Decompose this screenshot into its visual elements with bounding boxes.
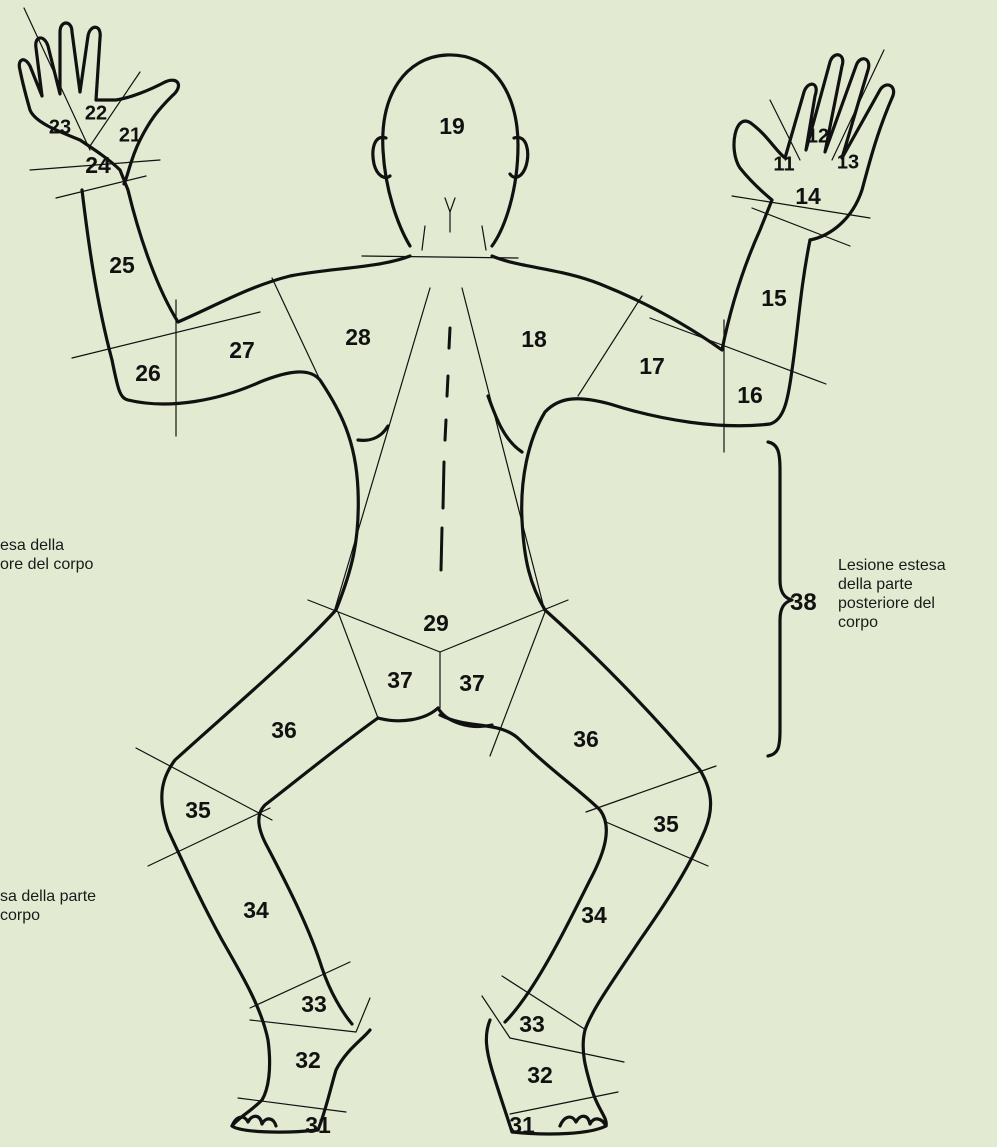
divider-hips-left [308, 600, 440, 652]
region-label-13: 13 [837, 151, 859, 173]
divider-right-thumb [770, 100, 800, 160]
region-label-35-left: 35 [185, 797, 211, 823]
spine-line [441, 328, 450, 570]
region-label-19: 19 [439, 113, 465, 139]
region-label-29: 29 [423, 610, 449, 636]
region-label-38: 38 [790, 589, 817, 617]
left-upper-body-outline [19, 23, 410, 322]
region-label-17: 17 [639, 353, 665, 379]
neck-mark-right [482, 226, 486, 250]
region-dividers [24, 8, 884, 1114]
region-label-36-left: 36 [271, 717, 297, 743]
neck-mark-left [422, 226, 425, 250]
divider-left-wrist [56, 176, 146, 198]
right-leg-outline [486, 610, 710, 1134]
divider-left-thigh [338, 612, 378, 718]
region-label-36-right: 36 [573, 726, 599, 752]
caption-right: Lesione estesa della parte posteriore de… [838, 556, 993, 632]
body-outline [19, 23, 893, 1134]
region-label-24: 24 [85, 152, 111, 178]
divider-right-elbow-h [650, 318, 826, 384]
region-label-37-left: 37 [387, 667, 413, 693]
region-label-16: 16 [737, 382, 763, 408]
right-upper-body-outline [492, 55, 894, 350]
left-shoulder-blade [358, 426, 388, 440]
right-shoulder-blade [488, 396, 522, 452]
region-label-14: 14 [795, 183, 821, 209]
right-inner-leg-outline [440, 715, 606, 1022]
left-leg-outline [162, 610, 370, 1132]
divider-right-knee-top [586, 766, 716, 812]
region-label-11: 11 [773, 153, 794, 175]
region-label-33-left: 33 [301, 991, 327, 1017]
divider-right-thigh [490, 612, 545, 756]
divider-right-shoulder [578, 296, 642, 396]
divider-hips-right [440, 600, 568, 652]
region-label-34-left: 34 [243, 897, 269, 923]
caption-left-top: esa della ore del corpo [0, 536, 150, 574]
region-label-32-right: 32 [527, 1062, 553, 1088]
region-label-25: 25 [109, 252, 135, 278]
divider-left-heel [356, 998, 370, 1032]
region-label-31-left: 31 [305, 1112, 331, 1138]
region-label-37-right: 37 [459, 670, 485, 696]
region-38-bracket [768, 442, 792, 756]
region-label-21: 21 [119, 124, 141, 146]
region-label-34-right: 34 [581, 902, 607, 928]
region-label-22: 22 [85, 102, 107, 124]
region-label-32-left: 32 [295, 1047, 321, 1073]
nape-mark [445, 198, 455, 232]
region-label-28: 28 [345, 324, 371, 350]
caption-left-bottom: sa della parte corpo [0, 887, 150, 925]
region-label-27: 27 [229, 337, 255, 363]
divider-left-shoulder [272, 278, 320, 380]
region-label-23: 23 [49, 116, 71, 138]
region-label-31-right: 31 [509, 1112, 535, 1138]
region-label-15: 15 [761, 285, 787, 311]
region-label-18: 18 [521, 326, 547, 352]
region-label-26: 26 [135, 360, 161, 386]
region-label-35-right: 35 [653, 811, 679, 837]
left-inner-leg-outline [259, 718, 378, 1024]
right-toes [560, 1116, 606, 1126]
region-label-12: 12 [807, 125, 829, 147]
divider-right-ankle-bottom [510, 1038, 624, 1062]
region-label-33-right: 33 [519, 1011, 545, 1037]
